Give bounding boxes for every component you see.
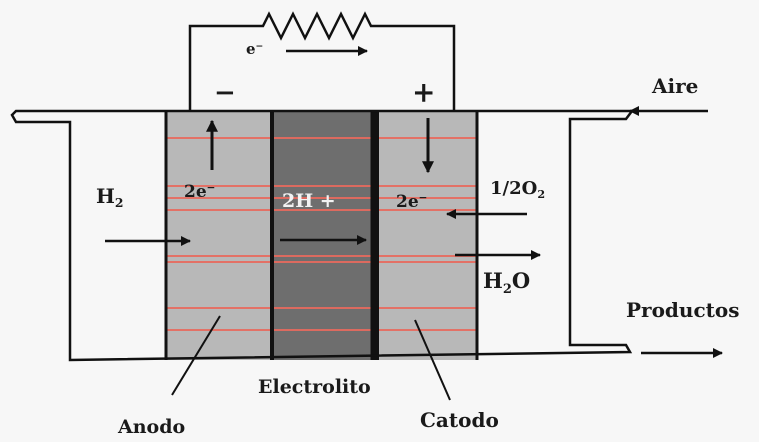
cathode-2e-label: 2e− [396,192,428,212]
protons-label: 2H + [282,190,336,212]
productos-label: Productos [626,298,740,322]
catodo-label: Catodo [420,408,499,432]
electrolito-label: Electrolito [258,376,371,398]
anodo-leader-line [171,315,221,396]
anode-electrode [166,112,272,360]
external-wire [188,11,456,110]
catodo-leader-line [414,319,451,401]
negative-terminal-sign: − [214,78,236,108]
h2o-label: H2O [483,268,531,297]
electron-label: e− [246,40,264,58]
aire-label: Aire [652,74,699,98]
electrolyte-layer [272,112,372,360]
anodo-label: Anodo [118,416,186,438]
h2-label: H2 [96,184,124,211]
stripes [166,137,477,331]
positive-terminal-sign: + [412,76,436,109]
layer-borders [164,110,479,360]
o2-label: 1/2O2 [490,178,546,201]
anode-2e-label: 2e− [184,182,216,202]
housing [10,109,635,362]
